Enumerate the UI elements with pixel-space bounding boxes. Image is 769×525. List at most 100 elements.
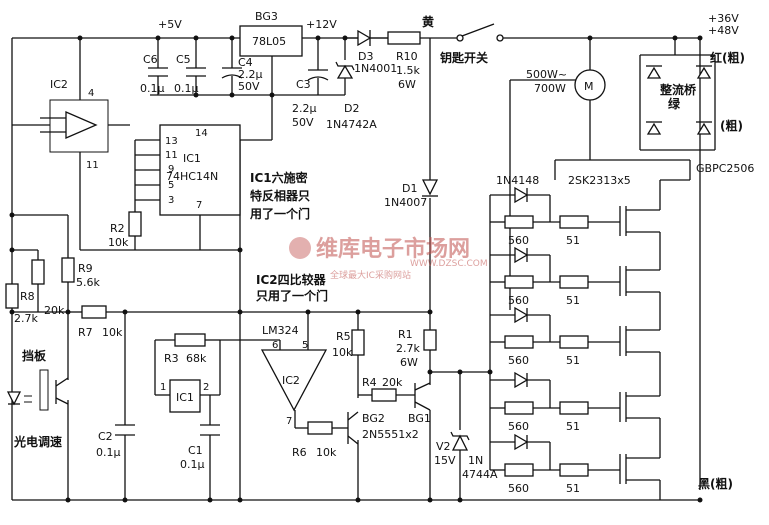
rail-36v-label: +36V [708, 12, 739, 25]
c1-label: C1 [188, 444, 203, 457]
green-label: 绿 [668, 96, 681, 111]
r9-value: 5.6k [76, 276, 100, 289]
ic1-pin-11: 11 [165, 150, 178, 161]
ic1-74hc14-box [159, 124, 241, 216]
ic2-pin11: 11 [86, 160, 99, 171]
resistor-r9 [61, 257, 75, 283]
zener-v2 [450, 431, 470, 451]
bg3-label: BG3 [255, 10, 278, 23]
resistor-r5 [351, 329, 365, 356]
r51-label-1: 51 [566, 234, 580, 247]
motor-power-1: 500W~ [526, 68, 567, 81]
capacitor-c5 [186, 67, 206, 77]
junction-dots [9, 35, 703, 503]
r1-label: R1 [398, 328, 413, 341]
op-pin-6: 6 [272, 340, 278, 351]
r3-value: 68k [186, 352, 207, 365]
ic2-note-2: 只用了一个门 [256, 288, 328, 303]
r560-label-1: 560 [508, 234, 529, 247]
green-thick-label: (粗) [720, 118, 743, 133]
mosfet-stage-2 [490, 245, 661, 305]
r3-label: R3 [164, 352, 179, 365]
watermark: 维库电子市场网 WWW.DZSC.COM 全球最大IC采购网站 [289, 236, 488, 281]
r6-label: R6 [292, 446, 307, 459]
resistor-r1 [423, 329, 437, 351]
c2-label: C2 [98, 430, 113, 443]
mosfet-label: 2SK2313x5 [568, 174, 631, 187]
r560-label-5: 560 [508, 482, 529, 495]
zener-label-a: 1N [468, 454, 483, 467]
diode-d1 [421, 179, 439, 197]
ic1-pin-5: 5 [168, 180, 174, 191]
r5-value: 10k [332, 346, 353, 359]
diode-type-label: 1N4148 [496, 174, 539, 187]
c2-value: 0.1μ [96, 446, 121, 459]
mosfet-stages [490, 159, 691, 500]
motor-symbol [574, 69, 606, 101]
mosfet-stage-1 [490, 180, 661, 245]
bridge-part-label: GBPC2506 [696, 162, 754, 175]
rail-48v-label: +48V [708, 24, 739, 37]
r51-label-2: 51 [566, 294, 580, 307]
d1-value: 1N4007 [384, 196, 427, 209]
motor-power-2: 700W [534, 82, 566, 95]
c4-value-2: 50V [238, 80, 260, 93]
resistor-r4 [371, 388, 397, 402]
r2-label: R2 [110, 222, 125, 235]
capacitor-c6 [148, 67, 168, 77]
watermark-main: 维库电子市场网 [316, 236, 470, 262]
bg2-label: BG2 [362, 412, 385, 425]
r560-label-2: 560 [508, 294, 529, 307]
reg-label: 78L05 [252, 35, 286, 48]
c3-label: C3 [296, 78, 311, 91]
rail-5v-label: +5V [158, 18, 182, 31]
resistor-r7 [81, 305, 107, 319]
c4-label: C4 [238, 56, 253, 69]
ic1-part-label: 74HC14N [166, 170, 218, 183]
c3-value-2: 50V [292, 116, 314, 129]
r20k-label: 20k [44, 304, 65, 317]
resistor-r2 [128, 211, 142, 237]
r560-label-3: 560 [508, 354, 529, 367]
lm324-comparator [260, 349, 328, 412]
d1-label: D1 [402, 182, 417, 195]
capacitor-c3 [307, 69, 329, 81]
ic1-label: IC1 [183, 152, 201, 165]
ic1-note-3: 用了一个门 [249, 206, 310, 221]
c1-value: 0.1μ [180, 458, 205, 471]
ic1-mid-label: IC1 [176, 391, 194, 404]
ic1-pin-13: 13 [165, 136, 178, 147]
r10-label: R10 [396, 50, 418, 63]
lm324-label: LM324 [262, 324, 299, 337]
r1-value-2: 6W [400, 356, 418, 369]
resistor-r3 [174, 333, 206, 347]
labels: +5V BG3 78L05 +12V 黄 +36V +48V 红(粗) 绿 (粗… [13, 10, 754, 495]
ic2-top-label: IC2 [50, 78, 68, 91]
r10-value-2: 6W [398, 78, 416, 91]
ic1-note-2: 特反相器只 [250, 188, 310, 203]
r9-label: R9 [78, 262, 93, 275]
d2-value: 1N4742A [326, 118, 377, 131]
zener-label-b: 4744A [462, 468, 498, 481]
bridge-rectifier [646, 65, 712, 135]
mosfet-stage-5 [490, 432, 661, 500]
capacitor-c1 [200, 424, 220, 436]
diode-d3 [345, 29, 388, 47]
r8-value: 2.7k [14, 312, 38, 325]
ic1-note-1: IC1六施密 [250, 170, 308, 185]
r6-value: 10k [316, 446, 337, 459]
key-switch [456, 23, 504, 42]
transistor-bg2 [347, 411, 359, 445]
r10-value-1: 1.5k [396, 64, 420, 77]
r51-label-4: 51 [566, 420, 580, 433]
transistor-bg1 [414, 382, 431, 411]
inv-pin-2: 2 [203, 382, 209, 393]
v2-label: V2 [436, 440, 451, 453]
resistor-r8-a [31, 259, 45, 285]
c6-label: C6 [143, 53, 158, 66]
r4-value: 20k [382, 376, 403, 389]
r51-label-5: 51 [566, 482, 580, 495]
r7-value: 10k [102, 326, 123, 339]
d3-label: D3 [358, 50, 373, 63]
